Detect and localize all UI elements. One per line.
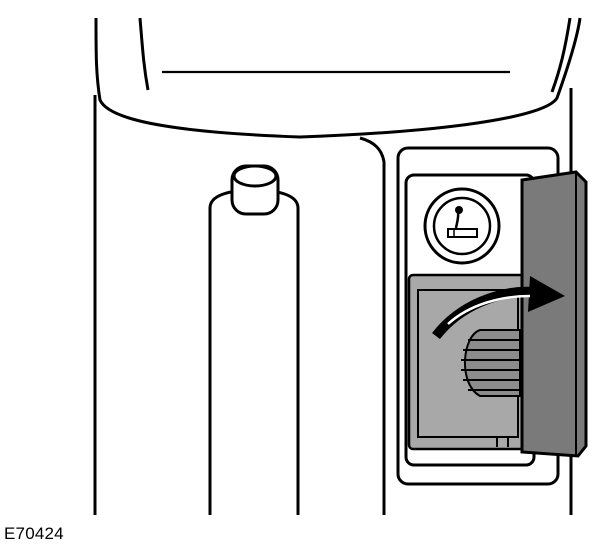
sliding-cover	[520, 170, 588, 458]
cigarette-lighter-icon	[423, 187, 501, 265]
grip-ridges	[461, 329, 521, 397]
console-upper-housing	[94, 17, 582, 139]
gear-lever	[208, 164, 300, 515]
curved-arrow-icon	[432, 276, 565, 340]
figure-code: E70424	[4, 524, 64, 543]
